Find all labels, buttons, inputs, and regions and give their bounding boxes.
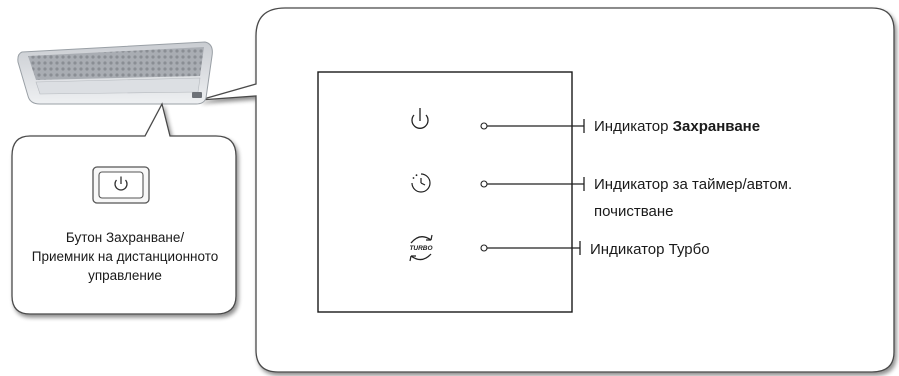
power-indicator-lamp	[480, 122, 488, 130]
timer-indicator-label-line-1: Индикатор за таймер/автом.	[594, 176, 793, 193]
caption-line-3: управление	[88, 268, 162, 283]
turbo-icon	[409, 234, 433, 262]
timer-clock-icon	[411, 173, 431, 193]
power-indicator-icon	[411, 108, 429, 129]
power-icon	[114, 176, 128, 191]
timer-indicator-label-line-2: почистване	[594, 203, 674, 220]
turbo-indicator-lamp	[480, 244, 488, 252]
timer-indicator-lamp	[480, 180, 488, 188]
power-indicator-label-bold: Захранване	[672, 118, 761, 135]
display-panel	[317, 71, 573, 313]
power-button-caption: Бутон Захранване/ Приемник на дистанцион…	[18, 228, 232, 285]
power-indicator-label-prefix: Индикатор	[594, 118, 673, 135]
air-conditioner-unit	[17, 41, 213, 105]
caption-line-1: Бутон Захранване/	[65, 230, 185, 245]
callout-bubble	[11, 102, 237, 315]
caption-line-2: Приемник на дистанционното	[31, 249, 219, 264]
turbo-indicator-label: Индикатор Турбо	[590, 241, 710, 258]
turbo-icon-text: TURBO	[409, 245, 432, 252]
power-button	[92, 166, 150, 204]
power-indicator-label: Индикатор Захранване	[594, 117, 760, 136]
